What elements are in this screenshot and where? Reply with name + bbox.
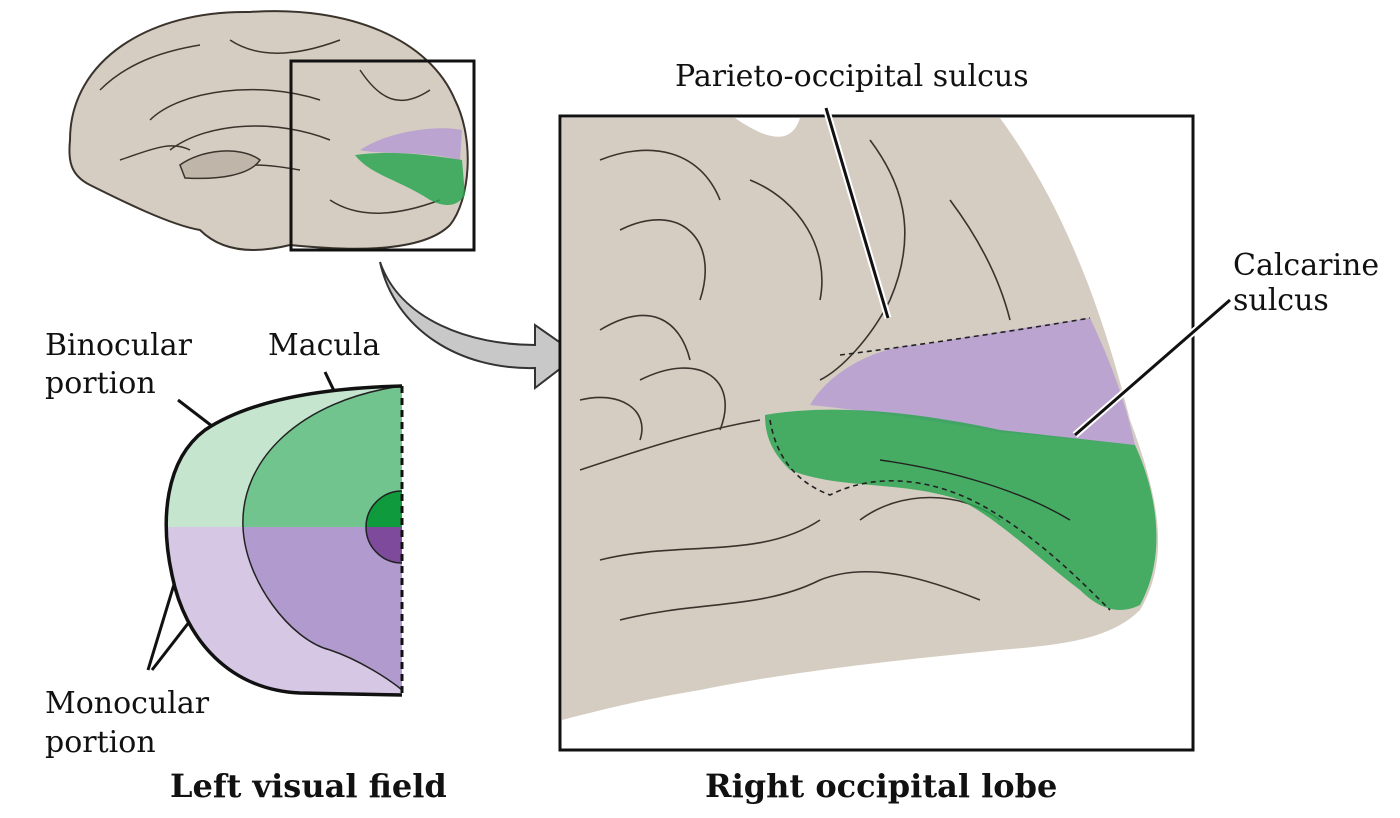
curved-arrow-icon: [379, 261, 580, 391]
label-monocular-1: Monocular: [45, 686, 210, 721]
title-right-occipital-lobe: Right occipital lobe: [705, 767, 1057, 805]
label-monocular-2: portion: [45, 725, 156, 760]
occipital-lobe-panel: [558, 114, 1195, 752]
label-binocular-2: portion: [45, 366, 156, 401]
label-calcarine-2: sulcus: [1233, 283, 1329, 318]
binocular-lower: [243, 527, 402, 690]
label-calcarine-1: Calcarine: [1233, 248, 1379, 283]
zoom-region-box: [289, 59, 476, 252]
title-left-visual-field: Left visual field: [170, 767, 447, 805]
macula-lower: [366, 527, 402, 563]
macula-upper: [366, 491, 402, 527]
label-parieto-occipital-sulcus: Parieto-occipital sulcus: [675, 59, 1029, 94]
binocular-upper: [242, 386, 402, 527]
label-binocular-1: Binocular: [45, 328, 193, 363]
medial-brain-thumbnail: [68, 10, 476, 252]
label-macula: Macula: [268, 328, 380, 363]
visual-field-diagram: [164, 384, 404, 697]
